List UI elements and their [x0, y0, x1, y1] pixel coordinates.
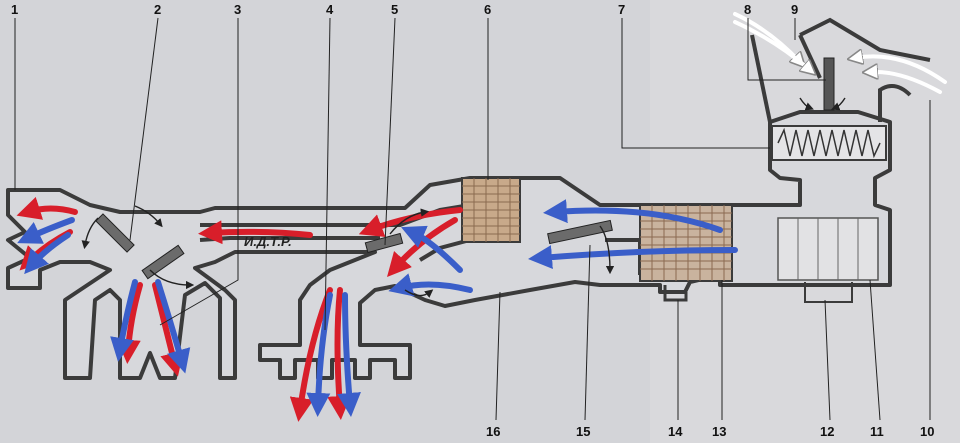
callout-10: 10 [920, 424, 934, 439]
heater-core [461, 177, 521, 243]
callout-11: 11 [870, 424, 884, 439]
cabin-filter [777, 217, 879, 281]
fresh-airflow [733, 12, 947, 94]
callout-13: 13 [712, 424, 726, 439]
callout-6: 6 [484, 2, 491, 17]
callout-15: 15 [576, 424, 590, 439]
flap-travel-arrows [81, 97, 846, 298]
callout-4: 4 [326, 2, 334, 17]
air-intake [750, 17, 931, 123]
callout-12: 12 [820, 424, 834, 439]
callout-2: 2 [154, 2, 161, 17]
callout-labels: 1 2 3 4 5 6 7 8 9 10 11 12 13 14 15 16 [11, 2, 934, 439]
cold-airflow [17, 199, 738, 417]
watermark-text: И.Д.Т.Р. [244, 234, 292, 249]
callout-16: 16 [486, 424, 500, 439]
callout-1: 1 [11, 2, 18, 17]
blower-fan [771, 125, 887, 161]
evaporator [639, 204, 733, 282]
callout-8: 8 [744, 2, 751, 17]
callout-5: 5 [391, 2, 398, 17]
callout-3: 3 [234, 2, 241, 17]
condensate-drain [663, 285, 688, 302]
callout-14: 14 [668, 424, 683, 439]
leader-lines [14, 17, 931, 421]
recirculation-flap [823, 57, 835, 111]
callout-9: 9 [791, 2, 798, 17]
temperature-sensor [804, 282, 853, 303]
callout-7: 7 [618, 2, 625, 17]
flaps [95, 213, 613, 280]
